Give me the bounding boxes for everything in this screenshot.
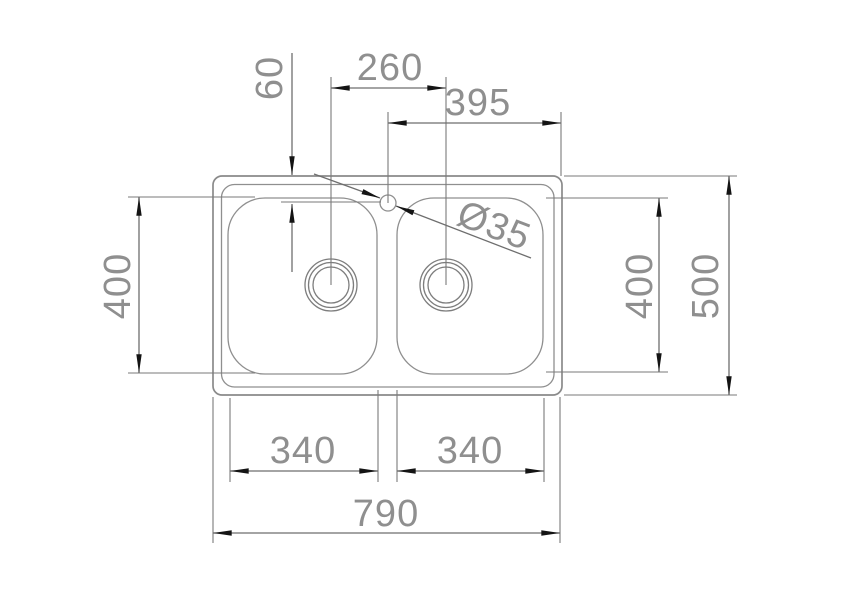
- dim-label-left-bowl-width: 340: [270, 430, 336, 472]
- dim-label-tap-to-right-edge: 395: [445, 82, 511, 124]
- leader-tap-hole-upper: [313, 173, 381, 199]
- dim-label-right-bowl-width: 340: [437, 430, 503, 472]
- dim-label-tap-setback: 60: [249, 56, 291, 100]
- left-bowl: [227, 197, 378, 375]
- right-bowl: [396, 197, 544, 375]
- dim-label-drain-spacing: 260: [357, 47, 423, 89]
- dim-label-right-bowl-depth: 400: [619, 253, 661, 319]
- dimension-labels: 60 260 395 Ø35 400 400 500 340 340 790: [97, 47, 727, 535]
- leader-tap-hole-lower: [395, 205, 532, 259]
- dimension-lines: [136, 53, 732, 536]
- dim-label-left-bowl-depth: 400: [97, 253, 139, 319]
- dim-label-overall-depth: 500: [685, 253, 727, 319]
- extension-lines: [128, 77, 737, 543]
- dim-label-overall-width: 790: [353, 493, 419, 535]
